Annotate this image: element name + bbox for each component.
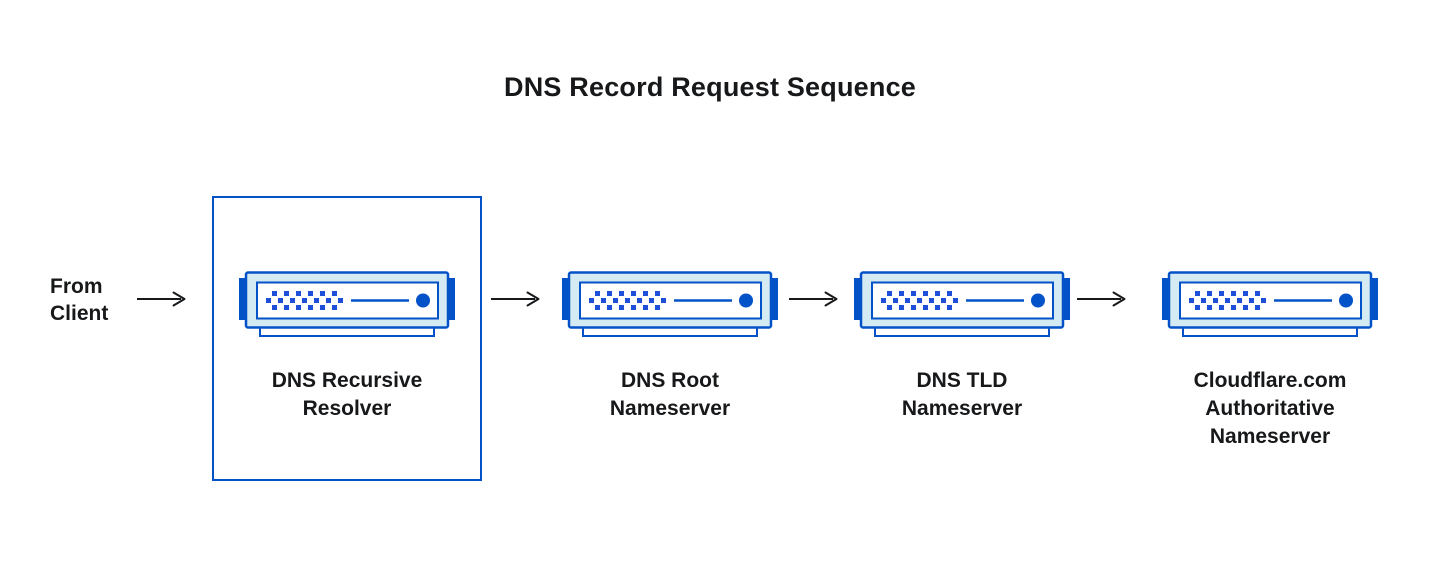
node-dns-recursive-resolver: DNS Recursive Resolver [238, 271, 456, 423]
node-label: DNS Root Nameserver [609, 369, 731, 420]
server-icon [561, 271, 779, 339]
node-cloudflare-authoritative-nameserver: Cloudflare.com Authoritative Nameserver [1161, 271, 1379, 451]
node-label: DNS Recursive Resolver [271, 369, 423, 420]
node-dns-root-nameserver: DNS Root Nameserver [561, 271, 779, 423]
server-icon [1161, 271, 1379, 339]
arrow-right-icon [1076, 291, 1126, 307]
diagram-title: DNS Record Request Sequence [503, 72, 917, 102]
server-icon [853, 271, 1071, 339]
from-client-label: From Client [50, 275, 109, 325]
node-dns-tld-nameserver: DNS TLD Nameserver [853, 271, 1071, 423]
node-label: DNS TLD Nameserver [901, 369, 1023, 420]
arrow-right-icon [136, 291, 186, 307]
server-icon [238, 271, 456, 339]
arrow-right-icon [490, 291, 540, 307]
recursive-resolver-highlight-box [212, 196, 482, 481]
arrow-right-icon [788, 291, 838, 307]
node-label: Cloudflare.com Authoritative Nameserver [1193, 369, 1347, 448]
